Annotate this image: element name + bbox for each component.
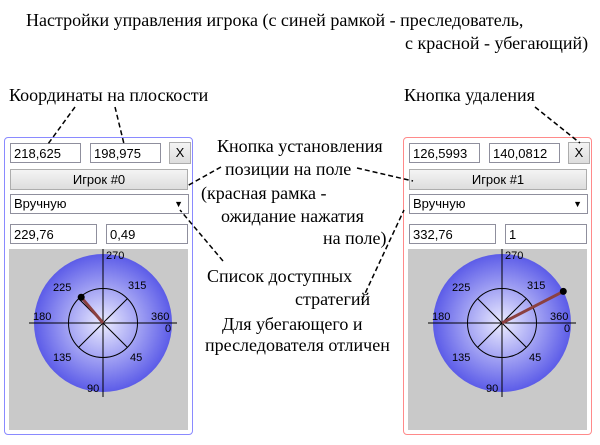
y-coordinate-input[interactable]: 140,0812 [489,143,560,163]
strategy-select[interactable]: Вручную ▼ [10,194,189,214]
set-position-caption-4: ожидание нажатия [221,206,364,226]
strategies-caption-2: стратегий [295,289,371,309]
dial-label-90: 90 [486,383,498,395]
dial-label-225: 225 [53,282,71,294]
pursuer-panel: 218,625 198,975 X Игрок #0 Вручную ▼ 229… [4,137,193,435]
dial-label-45: 45 [130,352,142,364]
delete-button[interactable]: X [568,142,590,164]
dial-label-135: 135 [452,352,470,364]
strategy-select-value: Вручную [14,196,67,211]
dial-label-180: 180 [432,311,450,323]
set-position-caption-3: (красная рамка - [201,183,327,203]
delete-button[interactable]: X [169,142,191,164]
y-coordinate-input[interactable]: 198,975 [90,143,161,163]
direction-field[interactable]: 270 315 225 180 360 0 135 45 90 [408,249,587,430]
dial-label-135: 135 [53,352,71,364]
direction-dial[interactable]: 270 315 225 180 360 0 135 45 90 [408,249,587,430]
evader-panel: 126,5993 140,0812 X Игрок #1 Вручную ▼ 3… [403,137,592,435]
dial-label-270: 270 [106,250,124,262]
dial-label-315: 315 [527,280,545,292]
triangle-down-icon: ▼ [573,199,582,209]
direction-pointer-dot[interactable] [559,287,567,295]
speed-input[interactable]: 0,49 [106,224,188,244]
dial-label-90: 90 [87,383,99,395]
dial-label-270: 270 [505,250,523,262]
close-icon: X [574,145,584,160]
strategies-caption-1: Список доступных [207,266,353,286]
dial-label-180: 180 [33,311,51,323]
speed-input[interactable]: 1 [505,224,587,244]
callout-strategy-right [361,209,405,301]
direction-field[interactable]: 270 315 225 180 360 0 135 45 90 [9,249,188,430]
dial-label-45: 45 [529,352,541,364]
x-coordinate-input[interactable]: 126,5993 [409,143,480,163]
dial-label-0: 0 [165,323,171,335]
direction-pointer-dot[interactable] [77,293,85,301]
coords-caption: Координаты на плоскости [9,85,209,105]
set-position-button[interactable]: Игрок #0 [10,169,188,190]
close-icon: X [175,145,185,160]
dial-label-0: 0 [564,323,570,335]
title-line-2: с красной - убегающий) [405,33,589,53]
direction-pointer [501,290,564,325]
set-position-caption-5: на поле) [323,228,387,248]
x-coordinate-input[interactable]: 218,625 [10,143,81,163]
dial-label-225: 225 [452,282,470,294]
dial-label-360: 360 [550,311,568,323]
triangle-down-icon: ▼ [174,199,183,209]
angle-input[interactable]: 332,76 [409,224,496,244]
dial-label-360: 360 [151,311,169,323]
set-position-caption-1: Кнопка установления [217,136,383,156]
difference-caption-2: преследователя отличен [205,335,390,355]
strategy-select-value: Вручную [413,196,466,211]
strategy-select[interactable]: Вручную ▼ [409,194,588,214]
set-position-caption-2: позиции на поле [225,159,352,179]
angle-input[interactable]: 229,76 [10,224,97,244]
direction-pointer [80,296,105,324]
set-position-button[interactable]: Игрок #1 [409,169,587,190]
title-line-1: Настройки управления игрока (с синей рам… [26,10,524,30]
dial-label-315: 315 [128,280,146,292]
difference-caption-1: Для убегающего и [222,314,363,334]
direction-dial[interactable]: 270 315 225 180 360 0 135 45 90 [9,249,188,430]
delete-caption: Кнопка удаления [404,85,535,105]
